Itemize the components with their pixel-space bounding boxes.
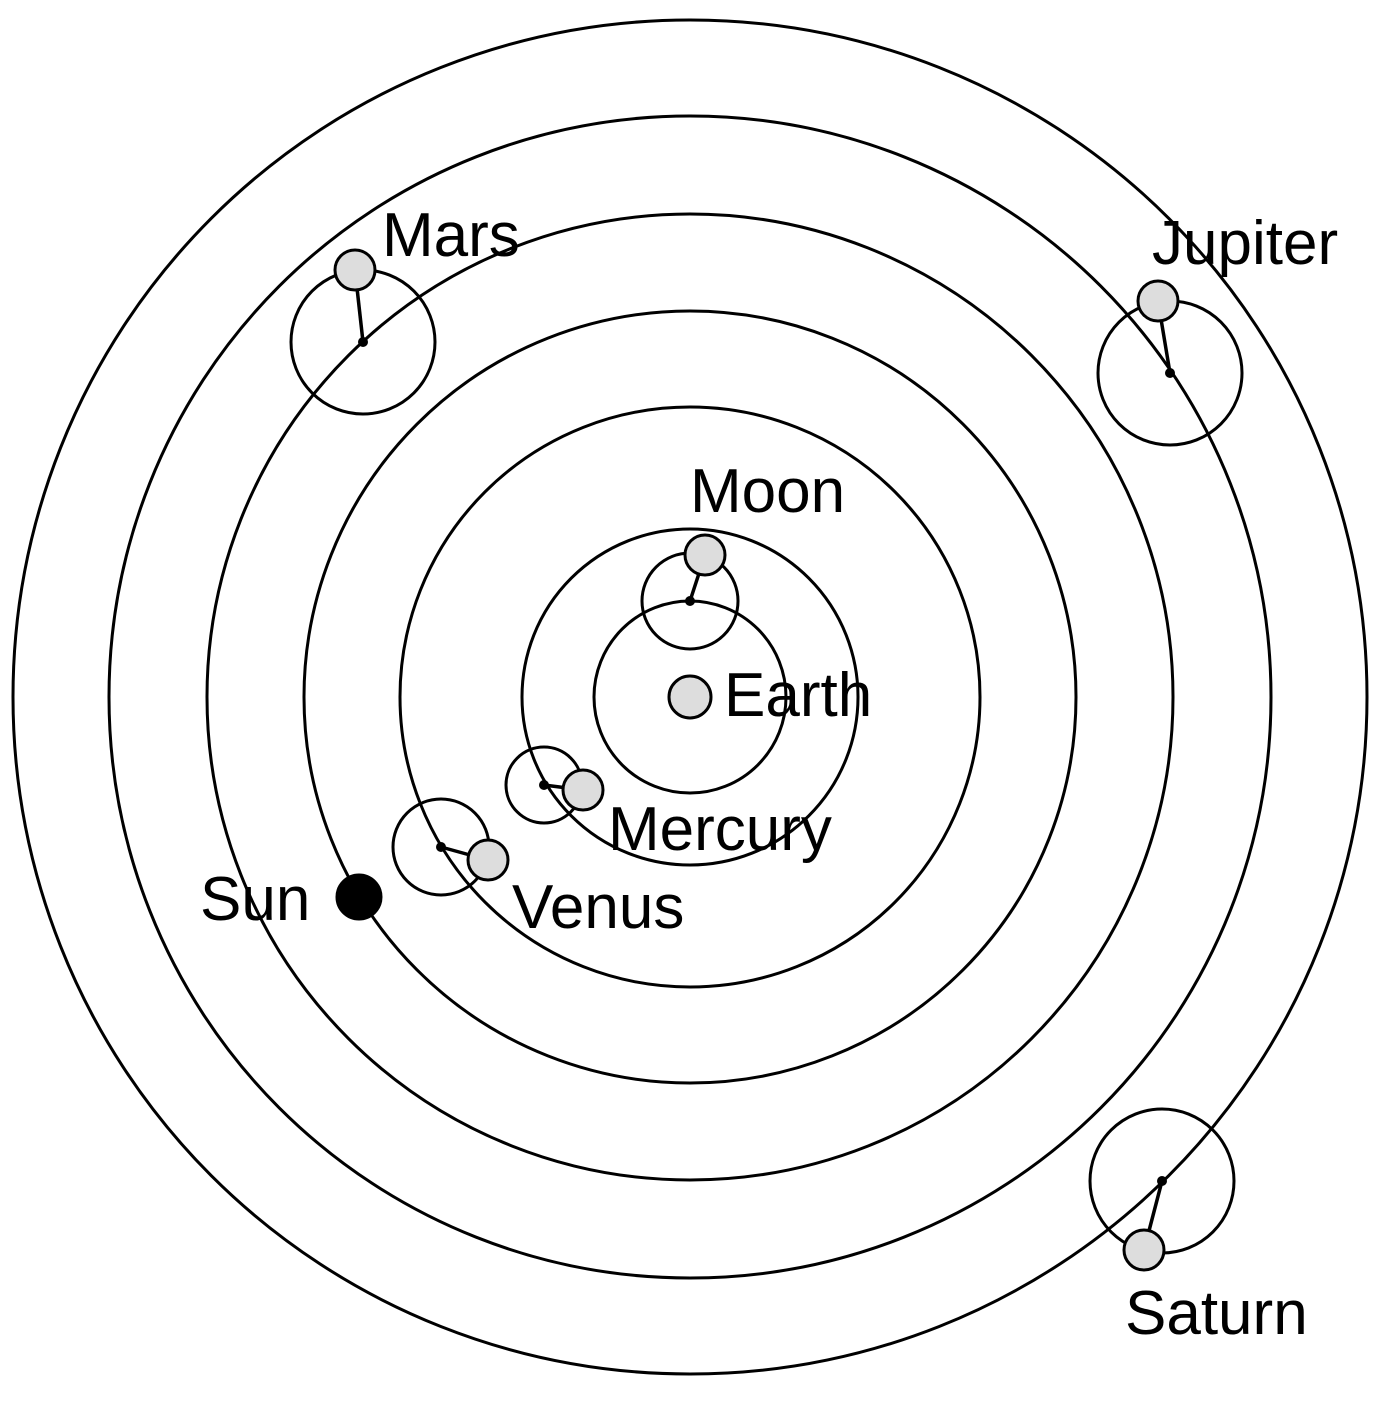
label-saturn: Saturn [1125,1279,1308,1348]
saturn-body [1122,1228,1166,1272]
orbit-venus [398,405,982,989]
epicycle-centers [358,337,1175,1186]
earth-body [667,674,713,720]
center-dot-moon [685,596,695,606]
center-dot-mars [358,337,368,347]
label-sun: Sun [200,865,310,934]
orbits [11,18,1369,1376]
bodies [333,248,1180,1272]
label-mars: Mars [382,201,520,270]
moon-body [683,533,727,577]
label-earth: Earth [724,661,872,730]
orbit-jupiter [107,114,1273,1280]
center-dot-mercury [539,780,549,790]
label-mercury: Mercury [608,795,832,864]
label-venus: Venus [512,873,684,942]
orbit-mars [205,212,1175,1182]
labels: Moon Earth Mercury Venus Sun Mars Jupite… [200,201,1338,1348]
mercury-body [561,768,605,812]
label-moon: Moon [690,457,845,526]
label-jupiter: Jupiter [1152,209,1338,278]
center-dot-jupiter [1165,368,1175,378]
center-dot-venus [436,842,446,852]
sun-body [335,873,383,921]
orbit-sun [302,309,1078,1085]
venus-body [466,838,510,882]
orbit-saturn [11,18,1369,1376]
mars-body [333,248,377,292]
center-dot-saturn [1157,1176,1167,1186]
jupiter-body [1136,279,1180,323]
orbit-mercury [520,527,860,867]
